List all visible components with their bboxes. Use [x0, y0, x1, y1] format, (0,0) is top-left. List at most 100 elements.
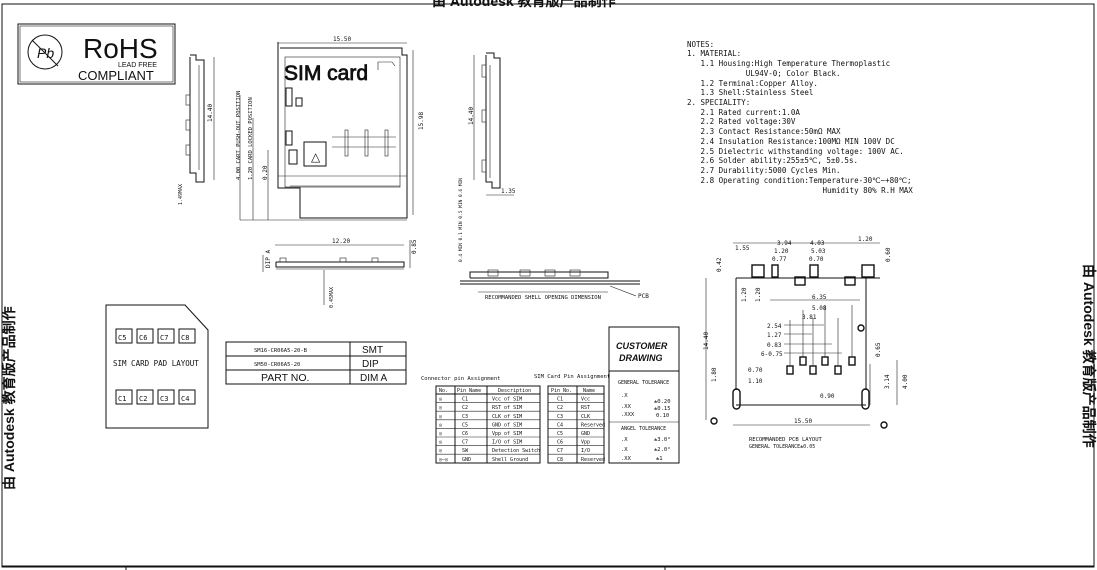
- connector-cell-pin: C6: [462, 431, 468, 437]
- gen-tol-val: 0.10: [656, 413, 669, 419]
- shell-opening-view: 0.4 MIN 0.1 MIN 0.5 MIN 0.6 MIN RECOMMAN…: [458, 178, 649, 301]
- note-line: UL94V-0; Color Black.: [687, 69, 841, 78]
- shell-label: RECOMMANDED SHELL OPENING DIMENSION: [485, 295, 601, 301]
- note-line: 2.2 Rated voltage:30V: [687, 117, 796, 126]
- pcb-dim-top: 1.55: [735, 245, 750, 252]
- connector-cell-desc: I/O of SIM: [492, 440, 522, 446]
- connector-cell-pin: C3: [462, 414, 468, 420]
- front-view: 12.20 DIP A 0.85 0.45MAX: [262, 238, 418, 308]
- connector-cell-desc: Shell Ground: [492, 457, 528, 463]
- connector-header-desc: Description: [498, 388, 531, 394]
- connector-cell-pin: C5: [462, 422, 468, 428]
- sim-card-text: SIM card: [284, 62, 368, 85]
- sim-pin-cell-no: C6: [557, 440, 563, 446]
- sim-pin-cell-name: RST: [581, 405, 590, 411]
- pcb-dim-left: 14.40: [703, 332, 710, 350]
- note-line: 2.6 Solder ability:255±5℃, 5±0.5s.: [687, 156, 858, 165]
- angel-tolerance-label: ANGEL TOLERANCE: [621, 426, 666, 432]
- sim-pin-cell-no: C7: [557, 448, 563, 454]
- connector-cell-no: ◎: [439, 405, 442, 411]
- top-view: 15.50 SIM card △ 15.98 4.00 CART PUSH-OU…: [236, 36, 425, 221]
- sim-pin-cell-name: Vpp: [581, 440, 590, 446]
- rohs-subtitle: LEAD FREE: [118, 62, 157, 69]
- polarity-triangle-icon: △: [311, 150, 321, 164]
- dim-front-height: 0.85: [411, 239, 418, 254]
- dim-right-height: 14.40: [468, 107, 475, 125]
- ang-tol-val: ±3.0°: [654, 437, 671, 443]
- sim-pin-cell-name: CLK: [581, 414, 590, 420]
- note-line: 2.4 Insulation Resistance:100MΩ MIN 100V…: [687, 137, 895, 146]
- pad-layout-label: SIM CARD PAD LAYOUT: [113, 359, 199, 368]
- notes: NOTES: 1. MATERIAL: 1.1 Housing:High Tem…: [687, 40, 913, 195]
- sim-pin-cell-name: Vcc: [581, 397, 590, 403]
- sim-pin-cell-no: C5: [557, 431, 563, 437]
- gen-tol-val: ±0.20: [654, 399, 671, 405]
- sheet-border: [1, 3, 1095, 568]
- ang-tol-val: ±2.0°: [654, 447, 671, 453]
- dim-front-bottom: 0.45MAX: [329, 287, 335, 308]
- connector-cell-pin: GND: [462, 457, 471, 463]
- shell-min-dims: 0.4 MIN 0.1 MIN 0.5 MIN 0.6 MIN: [458, 178, 464, 262]
- part-row-1-type: SMT: [362, 345, 383, 356]
- sim-pin-cell-no: C1: [557, 397, 563, 403]
- dim-small: 0.20: [262, 165, 269, 180]
- note-line: 1.1 Housing:High Temperature Thermoplast…: [687, 59, 890, 68]
- pcb-dim-left: 0.70: [748, 367, 763, 374]
- note-line: 2.7 Durability:5000 Cycles Min.: [687, 166, 841, 175]
- watermark-right: 由 Autodesk 教育版产品制作: [1081, 264, 1097, 448]
- connector-cell-desc: CLK of SIM: [492, 414, 522, 420]
- gen-tol-key: .XXX: [621, 412, 635, 418]
- dim-bottom-small: 1.49MAX: [178, 184, 184, 205]
- pcb-layout: 1.55 3.94 4.03 1.20 1.20 5.03 0.77 0.70 …: [703, 236, 909, 450]
- note-line: 2.3 Contact Resistance:50mΩ MAX: [687, 127, 841, 136]
- pcb-dim-third: 0.77: [772, 256, 787, 263]
- pcb-layout-label: RECOMMANDED PCB LAYOUT: [749, 437, 823, 443]
- connector-cell-no: ◎—◎: [439, 457, 448, 463]
- pcb-dim-third: 0.70: [809, 256, 824, 263]
- connector-cell-no: ◎: [439, 431, 442, 437]
- side-view-right: 14.40 1.35: [468, 52, 516, 196]
- dim-top-height: 15.98: [418, 112, 425, 130]
- pcb-dim-right-top: 0.60: [885, 247, 892, 262]
- gen-tol-key: .XX: [621, 404, 632, 410]
- sim-pin-header-name: Name: [583, 388, 595, 394]
- sim-pad-layout: C5 C6 C7 C8 SIM CARD PAD LAYOUT C1 C2 C3…: [105, 304, 209, 429]
- connector-cell-desc: Vpp of SIM: [492, 431, 522, 437]
- part-row-2-no: SM50-CR06A5-20: [254, 362, 300, 368]
- pcb-dim-bottom-width: 15.50: [794, 418, 812, 425]
- connector-cell-pin: SW: [462, 448, 469, 454]
- pcb-dim-top: 3.94: [777, 240, 792, 247]
- sim-pin-table-title: SIM Card Pin Assignment: [534, 374, 610, 380]
- pcb-dim-left: 1.80: [711, 367, 718, 382]
- gen-tol-val: ±0.15: [654, 406, 671, 412]
- rohs-title: RoHS: [83, 33, 158, 64]
- sim-pin-cell-no: C8: [557, 457, 563, 463]
- customer-drawing-block: CUSTOMER DRAWING GENERAL TOLERANCE .X ±0…: [608, 326, 680, 464]
- pad-c4: C4: [181, 395, 189, 403]
- connector-header-no: No.: [439, 388, 448, 394]
- connector-cell-pin: C7: [462, 440, 468, 446]
- dim-right-thickness: 1.35: [501, 188, 516, 195]
- connector-cell-desc: RST of SIM: [492, 405, 522, 411]
- sim-pin-cell-name: Reserved: [581, 422, 605, 428]
- pad-c7: C7: [160, 334, 168, 342]
- pcb-layout-tolerance: GENERAL TOLERANCE±0.05: [749, 444, 815, 450]
- customer-title-1: CUSTOMER: [616, 341, 668, 351]
- pcb-dim-inner: 0.83: [767, 342, 782, 349]
- connector-cell-pin: C2: [462, 405, 468, 411]
- ang-tol-key: .X: [621, 437, 628, 443]
- note-line: 2.8 Operating condition:Temperature-30℃~…: [687, 176, 912, 185]
- connector-cell-desc: Detection Switch: [492, 448, 540, 454]
- pcb-dim-inner: 5.08: [812, 305, 827, 312]
- pcb-dim-right: 0.65: [875, 342, 882, 357]
- pad-c2: C2: [139, 395, 147, 403]
- general-tolerance-label: GENERAL TOLERANCE: [618, 380, 669, 386]
- sim-pin-cell-no: C2: [557, 405, 563, 411]
- watermark-top: 由 Autodesk 教育版产品制作: [432, 0, 616, 9]
- sim-pin-cell-no: C3: [557, 414, 563, 420]
- ang-tol-key: .XX: [621, 456, 632, 462]
- pcb-dim-top: 4.03: [810, 240, 825, 247]
- connector-cell-no: ◎: [439, 414, 442, 420]
- dim-locked: 1.20 CARD LOCKED POSITION: [248, 97, 254, 180]
